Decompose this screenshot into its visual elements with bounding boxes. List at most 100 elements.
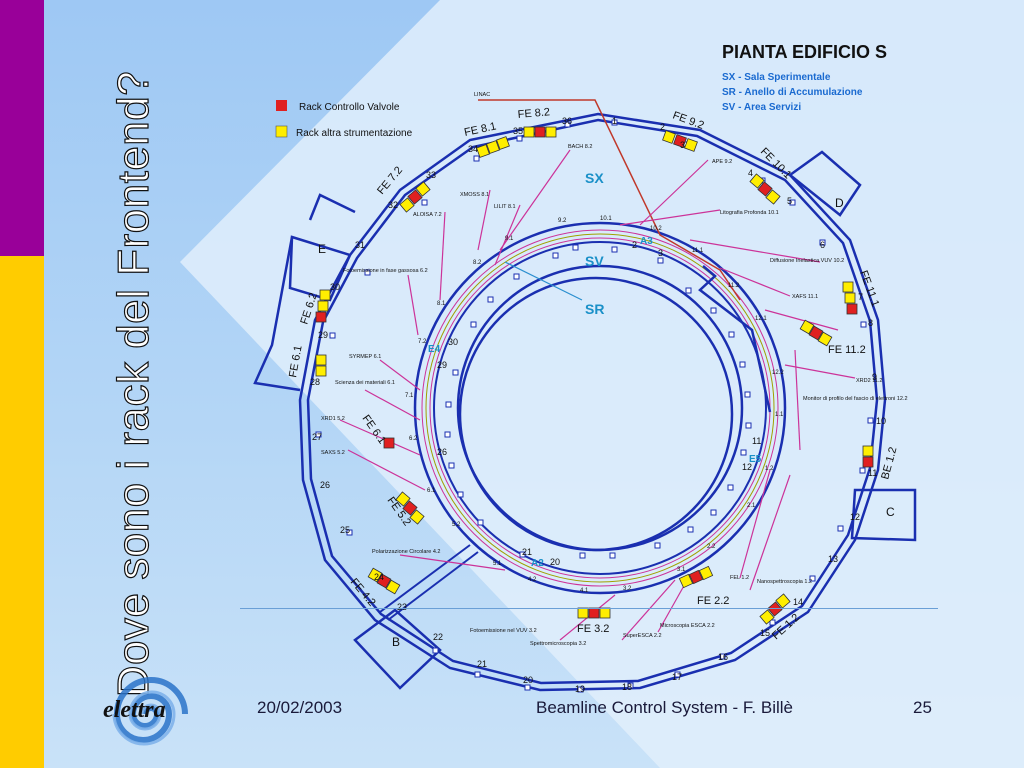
sr-pointer bbox=[504, 261, 583, 301]
sec-5-2: 5.2 bbox=[452, 522, 461, 528]
map-graphic bbox=[383, 437, 395, 449]
ring-num-19: 19 bbox=[575, 684, 585, 694]
ring-num-33: 33 bbox=[426, 170, 436, 180]
map-graphic bbox=[684, 138, 698, 152]
map-graphic bbox=[759, 609, 775, 625]
beamline-b-1 bbox=[379, 544, 471, 613]
bl-saxs: SAXS 5.2 bbox=[321, 450, 345, 456]
map-graphic bbox=[473, 155, 480, 162]
map-graphic bbox=[339, 419, 421, 456]
map-graphic bbox=[809, 575, 816, 582]
ring-num-14: 14 bbox=[793, 597, 803, 607]
ring-num-21: 21 bbox=[477, 659, 487, 669]
inner-core-ring bbox=[458, 276, 734, 552]
map-graphic bbox=[621, 579, 676, 641]
map-graphic bbox=[837, 525, 844, 532]
ring-num-24: 24 bbox=[374, 572, 384, 582]
map-graphic bbox=[775, 593, 791, 609]
sec-1-1: 1.1 bbox=[775, 412, 784, 418]
legend-red-label: Rack Controllo Valvole bbox=[299, 102, 400, 113]
map-graphic bbox=[470, 321, 477, 328]
sec-3-2: 3.2 bbox=[623, 586, 632, 592]
map-graphic bbox=[794, 349, 801, 451]
ring-num-4: 4 bbox=[748, 168, 753, 178]
map-graphic bbox=[739, 361, 746, 368]
map-graphic bbox=[457, 491, 464, 498]
map-graphic bbox=[407, 274, 419, 336]
sec-9-2: 9.2 bbox=[558, 218, 567, 224]
ring-num-10: 10 bbox=[876, 416, 886, 426]
legend-red-swatch bbox=[276, 100, 287, 111]
map-graphic bbox=[347, 449, 426, 491]
legend-sr: SR - Anello di Accumulazione bbox=[722, 87, 863, 98]
sec-4-1: 4.1 bbox=[580, 588, 589, 594]
sec-5-1: 5.1 bbox=[493, 561, 502, 567]
inner-markers bbox=[444, 244, 752, 559]
room-e-wall bbox=[253, 236, 301, 392]
fe-7-2: FE 7.2 bbox=[375, 164, 405, 197]
map-graphic bbox=[564, 121, 571, 128]
map-graphic bbox=[315, 354, 327, 366]
map-graphic bbox=[486, 140, 500, 154]
ring-num-23: 23 bbox=[397, 602, 407, 612]
legend-yellow-swatch bbox=[275, 125, 288, 138]
ring-num-16: 16 bbox=[718, 652, 728, 662]
sec-12-1: 12.1 bbox=[755, 316, 767, 322]
bl-superesca: SuperESCA 2.2 bbox=[623, 633, 662, 639]
ring-num-30: 30 bbox=[330, 282, 340, 292]
room-d bbox=[787, 150, 862, 217]
label-sr: SR bbox=[585, 301, 604, 317]
ring-num-5: 5 bbox=[787, 196, 792, 206]
ring-inner-line bbox=[433, 241, 767, 575]
bl-fel: FEL 1.2 bbox=[730, 575, 749, 581]
map-graphic bbox=[710, 307, 717, 314]
map-graphic bbox=[740, 449, 747, 456]
bl-ape: APE 9.2 bbox=[712, 159, 732, 165]
map-graphic bbox=[808, 325, 824, 341]
map-graphic bbox=[399, 197, 415, 213]
sec-8-1: 8.1 bbox=[437, 301, 446, 307]
fe-3-2: FE 3.2 bbox=[577, 623, 609, 635]
legend-sv: SV - Area Servizi bbox=[722, 102, 801, 113]
map-graphic bbox=[817, 331, 833, 347]
map-graphic bbox=[315, 311, 327, 323]
booster-outer bbox=[413, 221, 787, 595]
map-graphic bbox=[765, 189, 781, 205]
map-graphic: 2 3 11 12 21 20 26 29 30 bbox=[437, 240, 761, 567]
bl-syrmep: SYRMEP 6.1 bbox=[349, 354, 381, 360]
map-graphic bbox=[789, 199, 796, 206]
north-room bbox=[308, 193, 356, 221]
ring-num-22: 22 bbox=[433, 632, 443, 642]
map-graphic bbox=[439, 211, 446, 301]
sec-7-1: 7.1 bbox=[405, 393, 414, 399]
inner-num-12: 12 bbox=[742, 462, 752, 472]
ring-num-13: 13 bbox=[828, 554, 838, 564]
ring-num-2: 2 bbox=[660, 122, 665, 132]
bl-polarizz: Polarizzazione Circolare 4.2 bbox=[372, 549, 440, 555]
accent-bar-purple bbox=[0, 0, 44, 256]
room-e-label: E bbox=[318, 242, 326, 256]
room-b-label: B bbox=[392, 635, 400, 649]
map-graphic bbox=[846, 303, 858, 315]
map-graphic bbox=[379, 99, 772, 621]
map-graphic bbox=[385, 579, 401, 595]
bl-fotoemiss-gas: Fotoemissione in fase gassosa 6.2 bbox=[343, 268, 428, 274]
bl-xafs: XAFS 11.1 bbox=[792, 294, 818, 300]
map-graphic bbox=[496, 136, 510, 150]
inner-num-30: 30 bbox=[448, 337, 458, 347]
map-graphic bbox=[784, 364, 856, 379]
map-graphic bbox=[379, 359, 421, 391]
ring-num-34: 34 bbox=[468, 144, 478, 154]
bl-xrd2: XRD2 11.2 bbox=[856, 378, 883, 384]
map-graphic bbox=[516, 135, 523, 142]
outer-ring-inner bbox=[306, 118, 879, 685]
sec-9-1: 9.1 bbox=[505, 236, 514, 242]
map-graphic bbox=[599, 607, 611, 619]
label-e5: E5 bbox=[749, 454, 762, 465]
inner-num-29: 29 bbox=[437, 360, 447, 370]
map-graphic bbox=[688, 569, 704, 585]
map-graphic bbox=[862, 456, 874, 468]
map-graphic bbox=[611, 119, 618, 126]
be-1-2: BE 1.2 bbox=[879, 446, 899, 481]
map-graphic bbox=[842, 281, 854, 293]
